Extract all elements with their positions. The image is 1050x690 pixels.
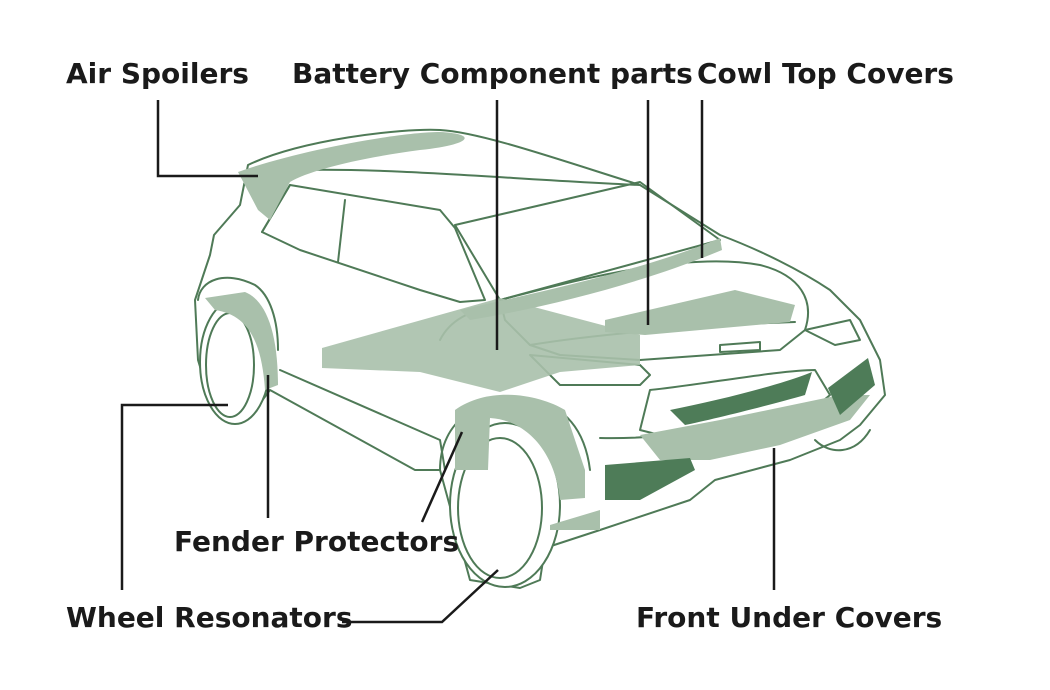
- rear-fender-protector-shape: [205, 292, 278, 390]
- label-air-spoilers: Air Spoilers: [66, 57, 249, 90]
- side-window: [261, 184, 486, 303]
- leader-wheel-2: [342, 569, 499, 624]
- side-sill: [279, 369, 446, 471]
- leader-wheel: [120, 403, 228, 590]
- air-spoiler-shape: [238, 132, 465, 220]
- front-wheel-inner: [457, 437, 543, 579]
- leader-air-spoilers: [156, 100, 258, 178]
- grille-dark-shape: [670, 372, 812, 425]
- headlight-right: [804, 319, 861, 346]
- front-fender-protector-shape: [455, 394, 585, 500]
- window-pillar: [337, 199, 346, 263]
- label-battery-component-parts: Battery Component parts: [292, 57, 693, 90]
- hood-panel-shape: [605, 290, 795, 335]
- label-wheel-resonators: Wheel Resonators: [66, 601, 353, 634]
- fog-lamp-left-shape: [605, 458, 695, 500]
- leader-fender-b: [420, 431, 464, 523]
- battery-pack-shape: [322, 298, 640, 392]
- rear-wheel-arch: [197, 276, 279, 351]
- far-wheel: [814, 429, 871, 452]
- highlighted-parts: [205, 132, 875, 530]
- leader-lines: [120, 100, 776, 624]
- label-fender-protectors: Fender Protectors: [174, 525, 460, 558]
- label-cowl-top-covers: Cowl Top Covers: [697, 57, 954, 90]
- label-front-under-covers: Front Under Covers: [636, 601, 943, 634]
- roof-line: [299, 168, 641, 186]
- emblem: [719, 341, 761, 353]
- lower-skid-shape: [550, 510, 600, 530]
- fog-lamp-right-shape: [828, 358, 875, 415]
- cowl-top-cover-shape: [460, 238, 722, 320]
- front-under-cover-shape: [640, 395, 870, 460]
